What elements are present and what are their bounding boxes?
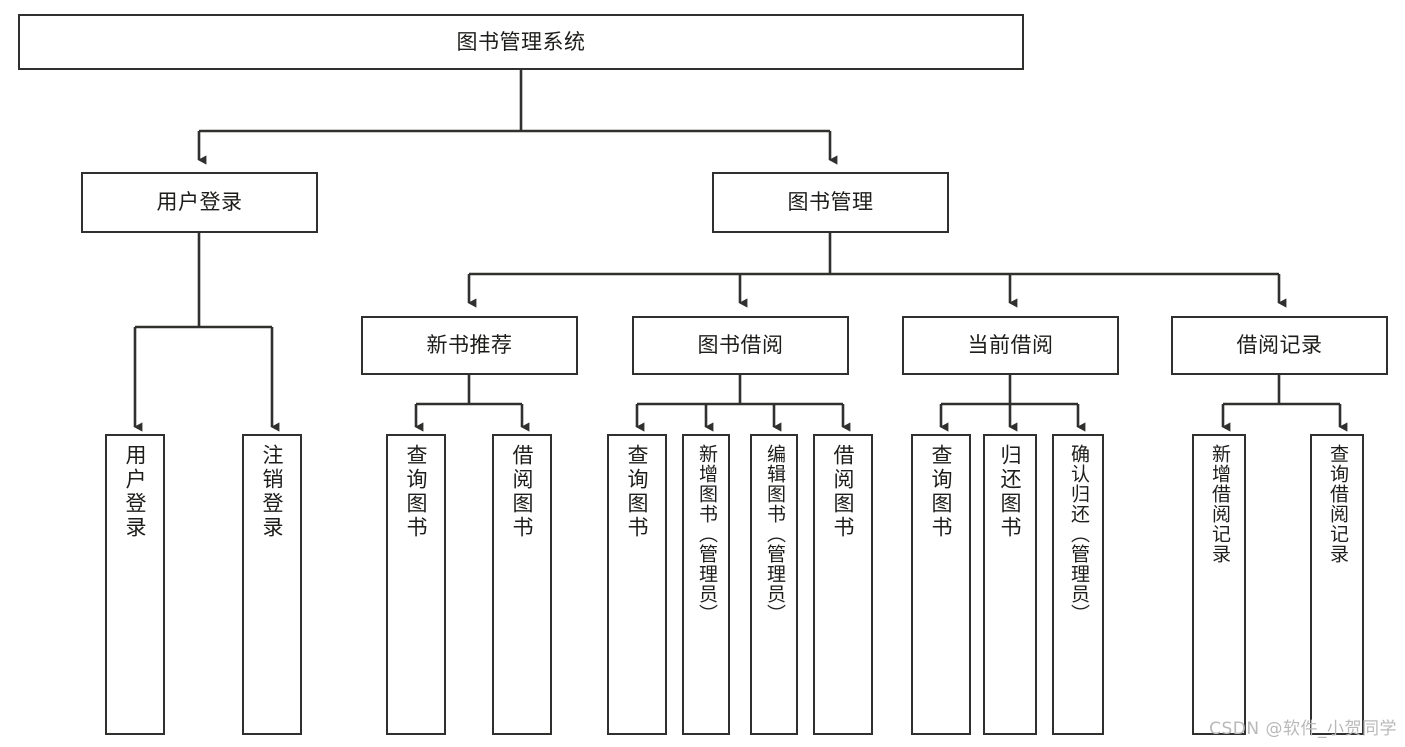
node-leaf-query-book-3[interactable]: 查询图书 [911,434,971,735]
node-leaf-query-book-2-label: 查询图书 [625,444,650,540]
node-leaf-user-login-label: 用户登录 [123,444,148,540]
node-user-login[interactable]: 用户登录 [81,172,318,233]
node-leaf-borrow-book-2-label: 借阅图书 [831,444,856,540]
node-leaf-query-book-1[interactable]: 查询图书 [386,434,446,735]
node-borrow-record[interactable]: 借阅记录 [1171,316,1388,375]
node-leaf-add-book-label: 新增图书（管理员） [695,444,718,624]
node-leaf-user-login[interactable]: 用户登录 [105,434,165,735]
node-borrow-record-label: 借阅记录 [1236,333,1323,358]
node-leaf-return-book-label: 归还图书 [998,444,1023,540]
node-leaf-logout[interactable]: 注销登录 [242,434,302,735]
node-leaf-edit-book-label: 编辑图书（管理员） [763,444,786,624]
node-leaf-add-record-label: 新增借阅记录 [1208,444,1231,564]
node-leaf-add-book[interactable]: 新增图书（管理员） [682,434,730,735]
node-leaf-borrow-book-1[interactable]: 借阅图书 [492,434,552,735]
node-book-borrow[interactable]: 图书借阅 [632,316,849,375]
node-leaf-query-book-3-label: 查询图书 [929,444,954,540]
node-leaf-borrow-book-2[interactable]: 借阅图书 [813,434,873,735]
node-leaf-edit-book[interactable]: 编辑图书（管理员） [750,434,798,735]
node-leaf-query-record-label: 查询借阅记录 [1326,444,1349,564]
node-new-book-rec[interactable]: 新书推荐 [361,316,578,375]
node-book-manage-label: 图书管理 [787,190,874,215]
node-leaf-return-book[interactable]: 归还图书 [983,434,1037,735]
node-current-borrow-label: 当前借阅 [967,333,1054,358]
node-root-label: 图书管理系统 [456,29,586,54]
node-book-manage[interactable]: 图书管理 [712,172,949,233]
node-root[interactable]: 图书管理系统 [18,14,1024,70]
node-leaf-query-book-1-label: 查询图书 [404,444,429,540]
node-leaf-add-record[interactable]: 新增借阅记录 [1192,434,1246,735]
node-leaf-logout-label: 注销登录 [260,444,285,540]
csdn-watermark: CSDN @软件_小贺同学 [1209,719,1397,739]
node-new-book-rec-label: 新书推荐 [426,333,513,358]
node-leaf-confirm-return[interactable]: 确认归还（管理员） [1052,434,1104,735]
node-current-borrow[interactable]: 当前借阅 [902,316,1119,375]
node-user-login-label: 用户登录 [156,190,243,215]
node-book-borrow-label: 图书借阅 [697,333,784,358]
node-leaf-query-book-2[interactable]: 查询图书 [607,434,667,735]
node-leaf-borrow-book-1-label: 借阅图书 [510,444,535,540]
node-leaf-confirm-return-label: 确认归还（管理员） [1067,444,1090,624]
node-leaf-query-record[interactable]: 查询借阅记录 [1310,434,1364,735]
